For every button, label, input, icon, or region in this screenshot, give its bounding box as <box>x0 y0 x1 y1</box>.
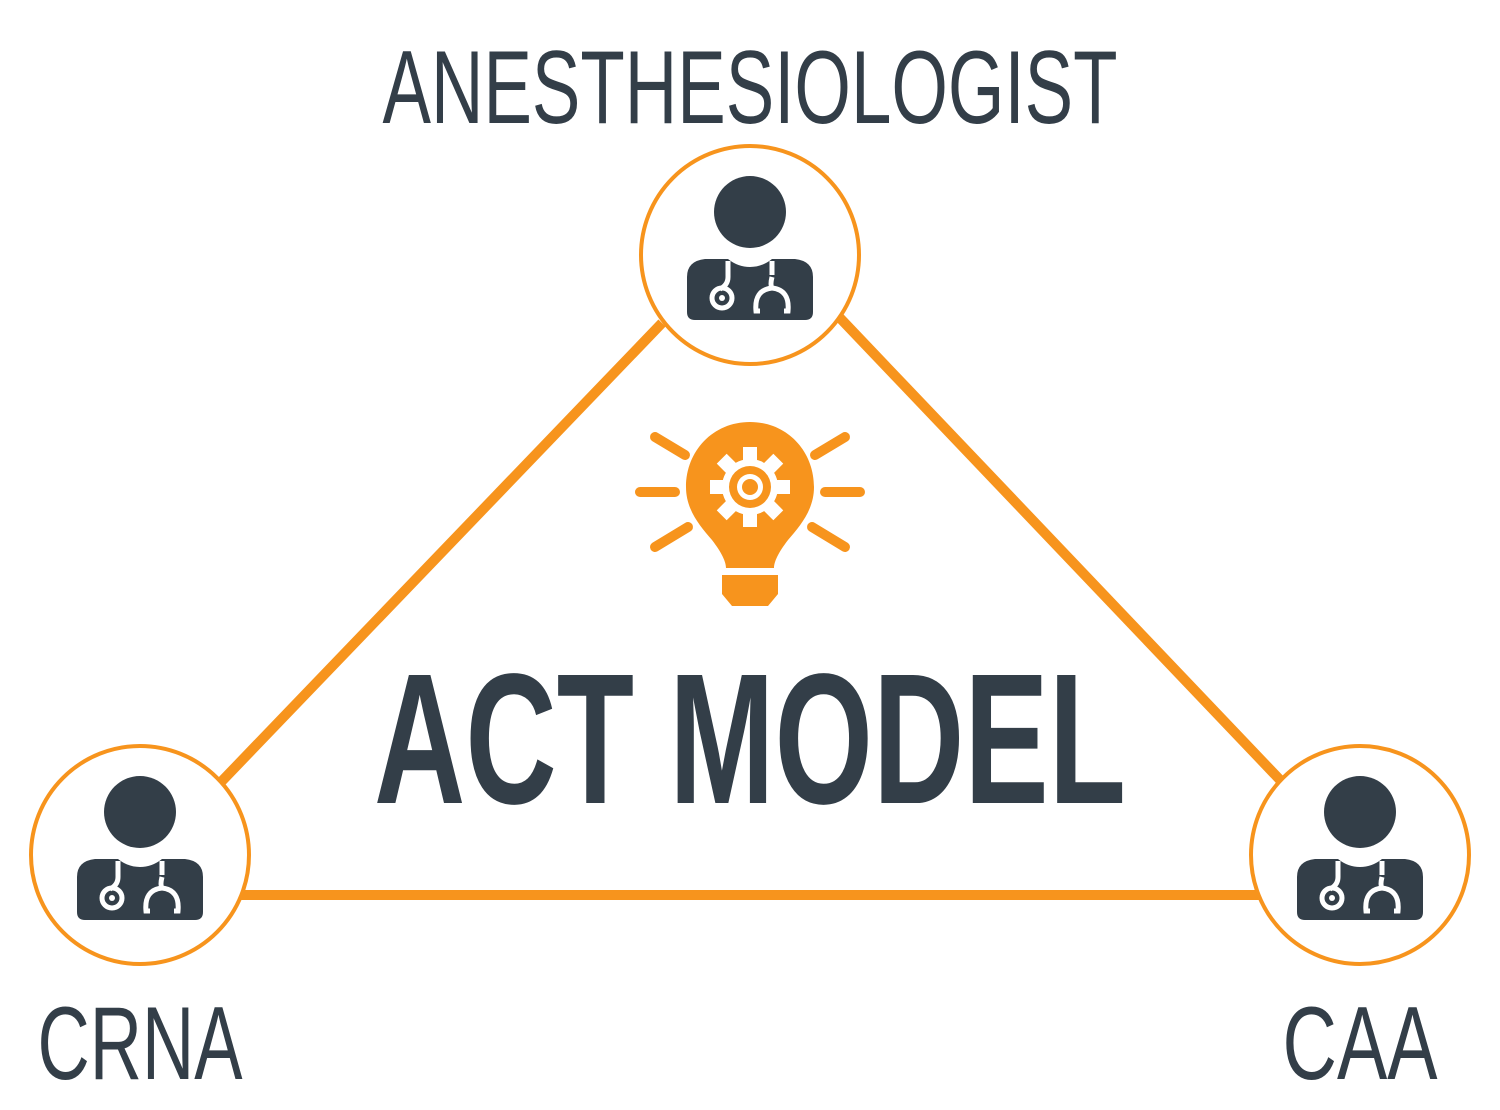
label-anesthesiologist: ANESTHESIOLOGIST <box>383 30 1118 146</box>
connector-lines <box>218 314 1286 900</box>
node-anesthesiologist <box>639 144 861 366</box>
lightbulb-gear-icon <box>635 422 865 606</box>
label-caa: CAA <box>1283 986 1438 1102</box>
node-caa <box>1249 744 1471 966</box>
connector-top-right <box>836 314 1286 786</box>
node-crna <box>29 744 251 966</box>
connector-top-left <box>218 319 666 785</box>
diagram-title: ACT MODEL <box>374 636 1126 843</box>
label-crna: CRNA <box>38 986 243 1102</box>
